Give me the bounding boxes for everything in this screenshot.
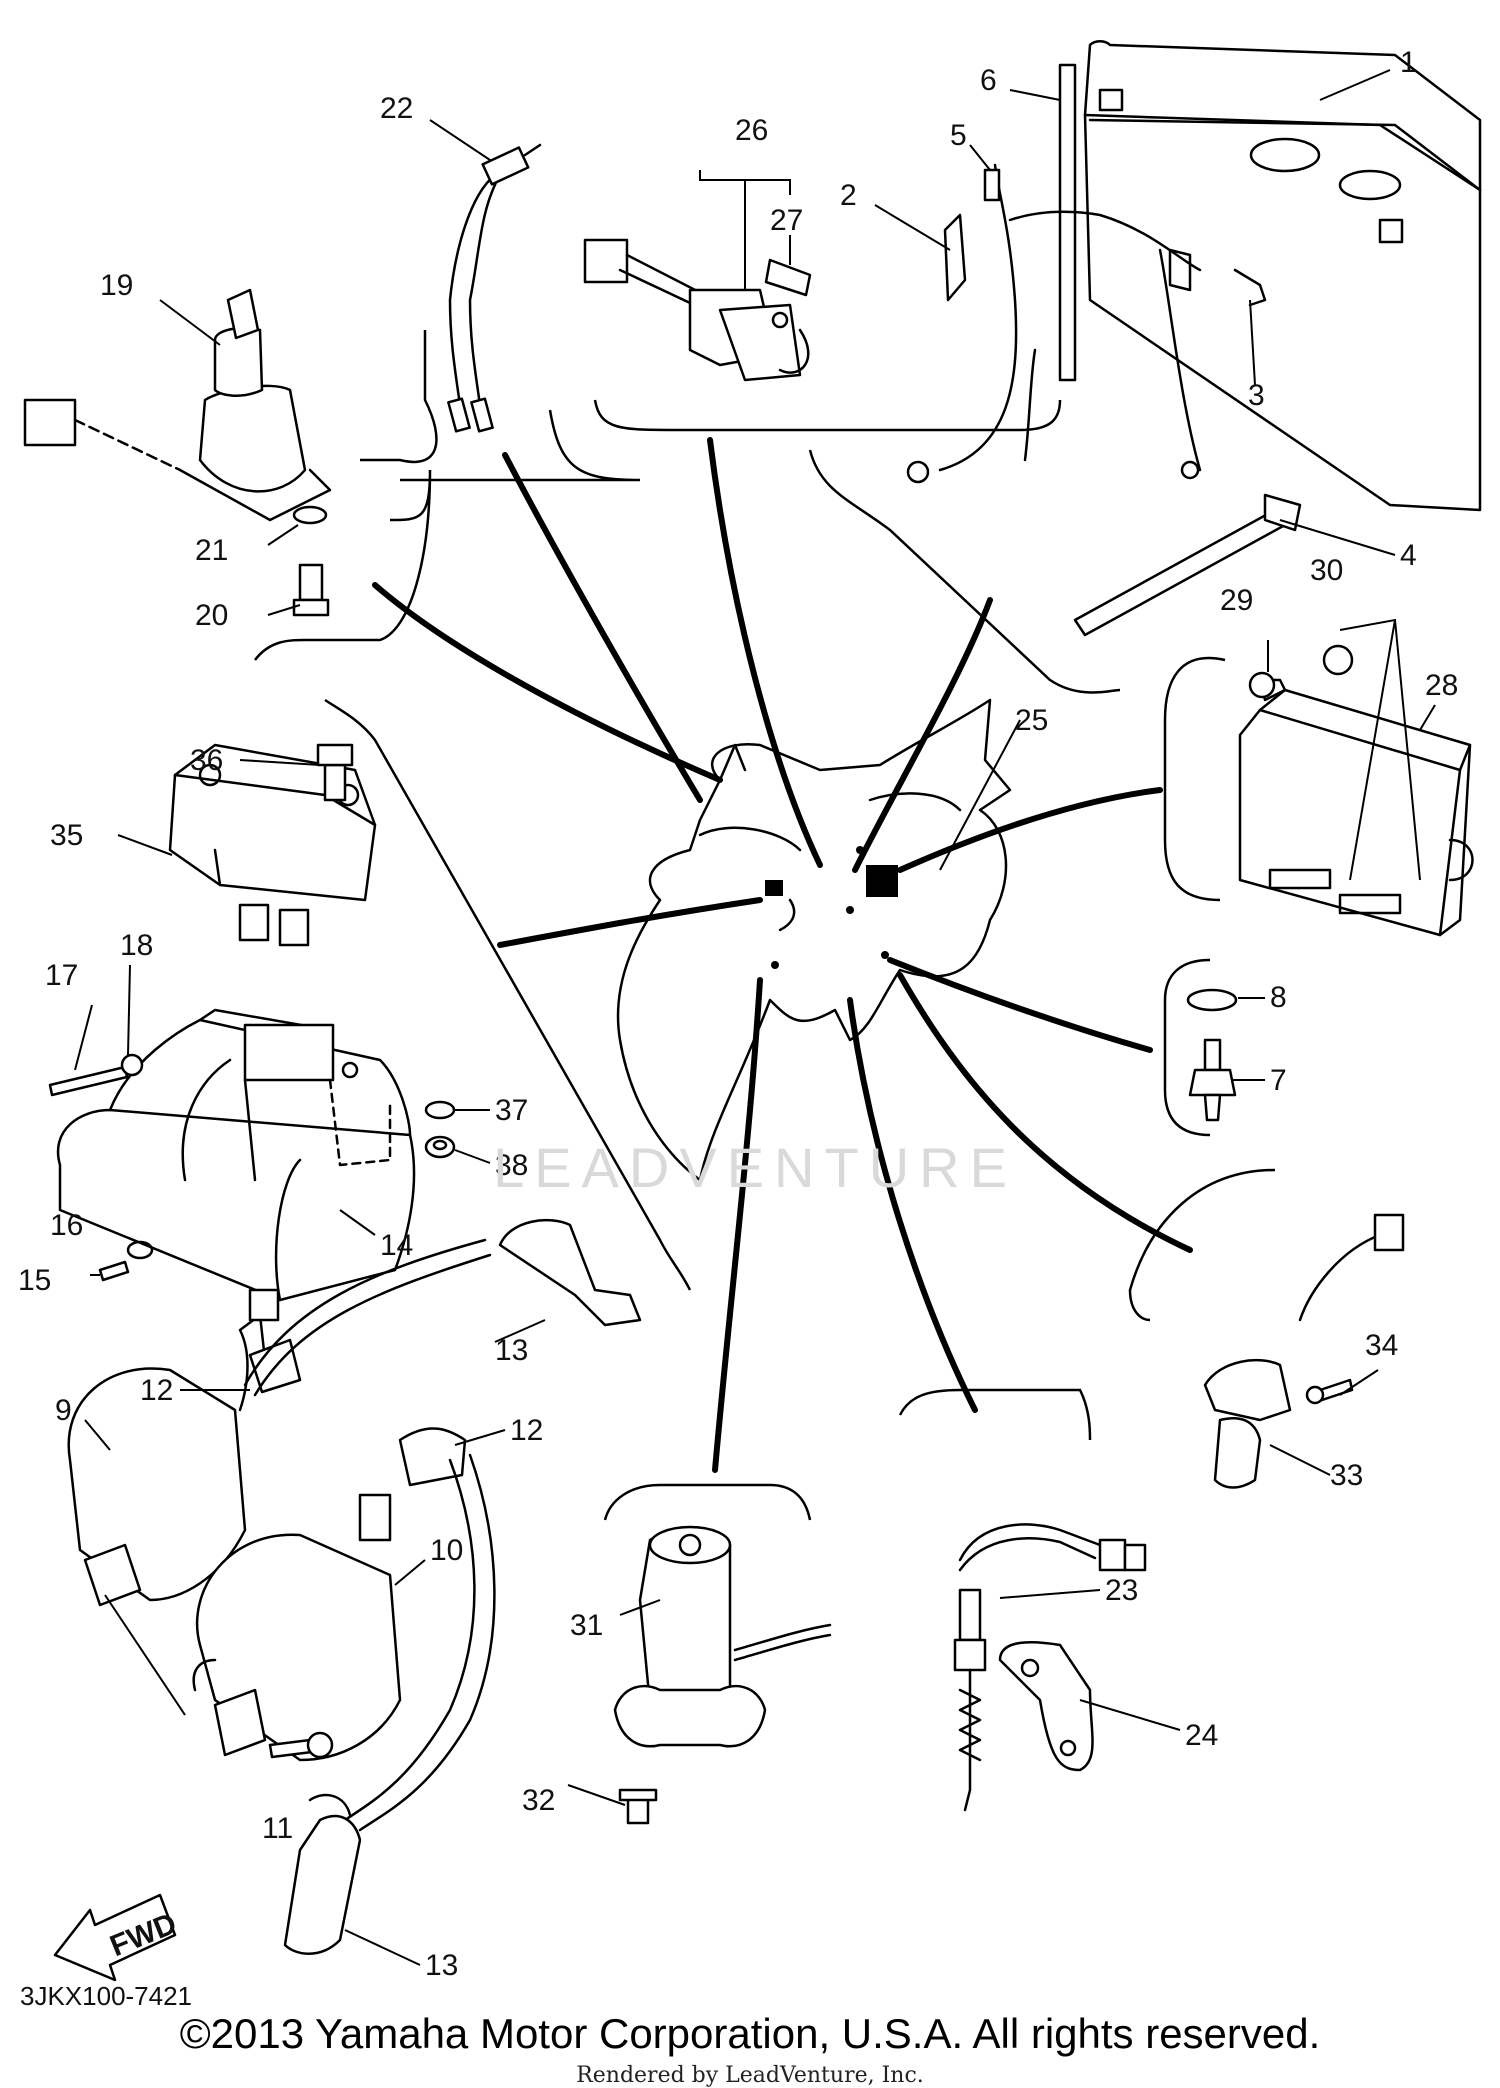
callout-29: 29 <box>1220 584 1253 617</box>
callout-leaders <box>74 69 1436 1966</box>
callout-14: 14 <box>380 1229 413 1262</box>
callout-12b: 12 <box>510 1414 543 1447</box>
fuse-holder <box>583 238 812 382</box>
callout-37: 37 <box>495 1094 528 1127</box>
starter-relay <box>613 1525 832 1825</box>
callout-4: 4 <box>1400 539 1417 572</box>
callout-5: 5 <box>950 119 967 152</box>
callout-17: 17 <box>45 959 78 992</box>
callout-20: 20 <box>195 599 228 632</box>
fuse-block <box>765 880 783 896</box>
callout-15: 15 <box>18 1264 51 1297</box>
callout-6: 6 <box>980 64 997 97</box>
callout-13a: 13 <box>495 1334 528 1367</box>
coil-boot <box>248 1338 467 1487</box>
callout-7: 7 <box>1270 1064 1287 1097</box>
callout-11: 11 <box>262 1812 293 1845</box>
cdi-unit <box>1238 644 1474 937</box>
callout-10: 10 <box>430 1534 463 1567</box>
battery <box>1083 40 1482 512</box>
callout-21: 21 <box>195 534 228 567</box>
oil-level-plug <box>1186 988 1238 1122</box>
callout-16: 16 <box>50 1209 83 1242</box>
rectifier-regulator <box>168 743 377 947</box>
callout-28: 28 <box>1425 669 1458 702</box>
callout-38: 38 <box>495 1149 528 1182</box>
callout-3: 3 <box>1248 379 1265 412</box>
main-switch <box>23 288 332 617</box>
copyright-notice: ©2013 Yamaha Motor Corporation, U.S.A. A… <box>179 2010 1321 2057</box>
callout-12a: 12 <box>140 1374 173 1407</box>
callout-13b: 13 <box>425 1949 458 1982</box>
callout-27: 27 <box>770 204 803 237</box>
callout-30: 30 <box>1310 554 1343 587</box>
callout-2: 2 <box>840 179 857 212</box>
callout-36: 36 <box>190 744 223 777</box>
spark-plug-lead-lower <box>283 1453 496 1955</box>
spark-plug-lead-upper <box>243 1218 642 1397</box>
callout-19: 19 <box>100 269 133 302</box>
brake-switch <box>953 1523 1147 1812</box>
cable-tie <box>1073 493 1302 637</box>
watermark: LEADVENTURE <box>493 1136 1017 1199</box>
callout-31: 31 <box>570 1609 603 1642</box>
callout-26: 26 <box>735 114 768 147</box>
diagram-code: 3JKX100-7421 <box>20 1981 192 2011</box>
battery-box-cover <box>48 1008 416 1302</box>
battery-cables <box>906 63 1267 484</box>
callout-22: 22 <box>380 92 413 125</box>
vehicle-frame-outline <box>616 698 1012 1182</box>
speed-sensor <box>1203 1213 1405 1489</box>
callout-33: 33 <box>1330 1459 1363 1492</box>
relay-block <box>866 865 898 897</box>
neutral-switch-lead <box>447 143 542 433</box>
rendered-by: Rendered by LeadVenture, Inc. <box>576 2063 924 2088</box>
ignition-coil-2 <box>192 1493 402 1762</box>
callout-9: 9 <box>55 1394 72 1427</box>
callout-18: 18 <box>120 929 153 962</box>
callout-35: 35 <box>50 819 83 852</box>
callout-23: 23 <box>1105 1574 1138 1607</box>
group-brackets <box>254 330 1276 1521</box>
callout-8: 8 <box>1270 981 1287 1014</box>
fwd-arrow: FWD <box>53 1893 181 1982</box>
switch-bracket <box>998 1640 1094 1772</box>
coil-bolt <box>268 1731 334 1759</box>
callout-24: 24 <box>1185 1719 1218 1752</box>
callout-32: 32 <box>522 1784 555 1817</box>
group-leaders <box>372 437 1193 1473</box>
callout-34: 34 <box>1365 1329 1398 1362</box>
callout-labels: 1 2 3 4 5 6 7 8 9 10 11 12 12 13 13 14 1… <box>18 46 1458 1982</box>
callout-1: 1 <box>1400 46 1417 79</box>
callout-25: 25 <box>1015 704 1048 737</box>
washer-nut <box>424 1100 456 1159</box>
ignition-coil-1 <box>67 1288 280 1607</box>
